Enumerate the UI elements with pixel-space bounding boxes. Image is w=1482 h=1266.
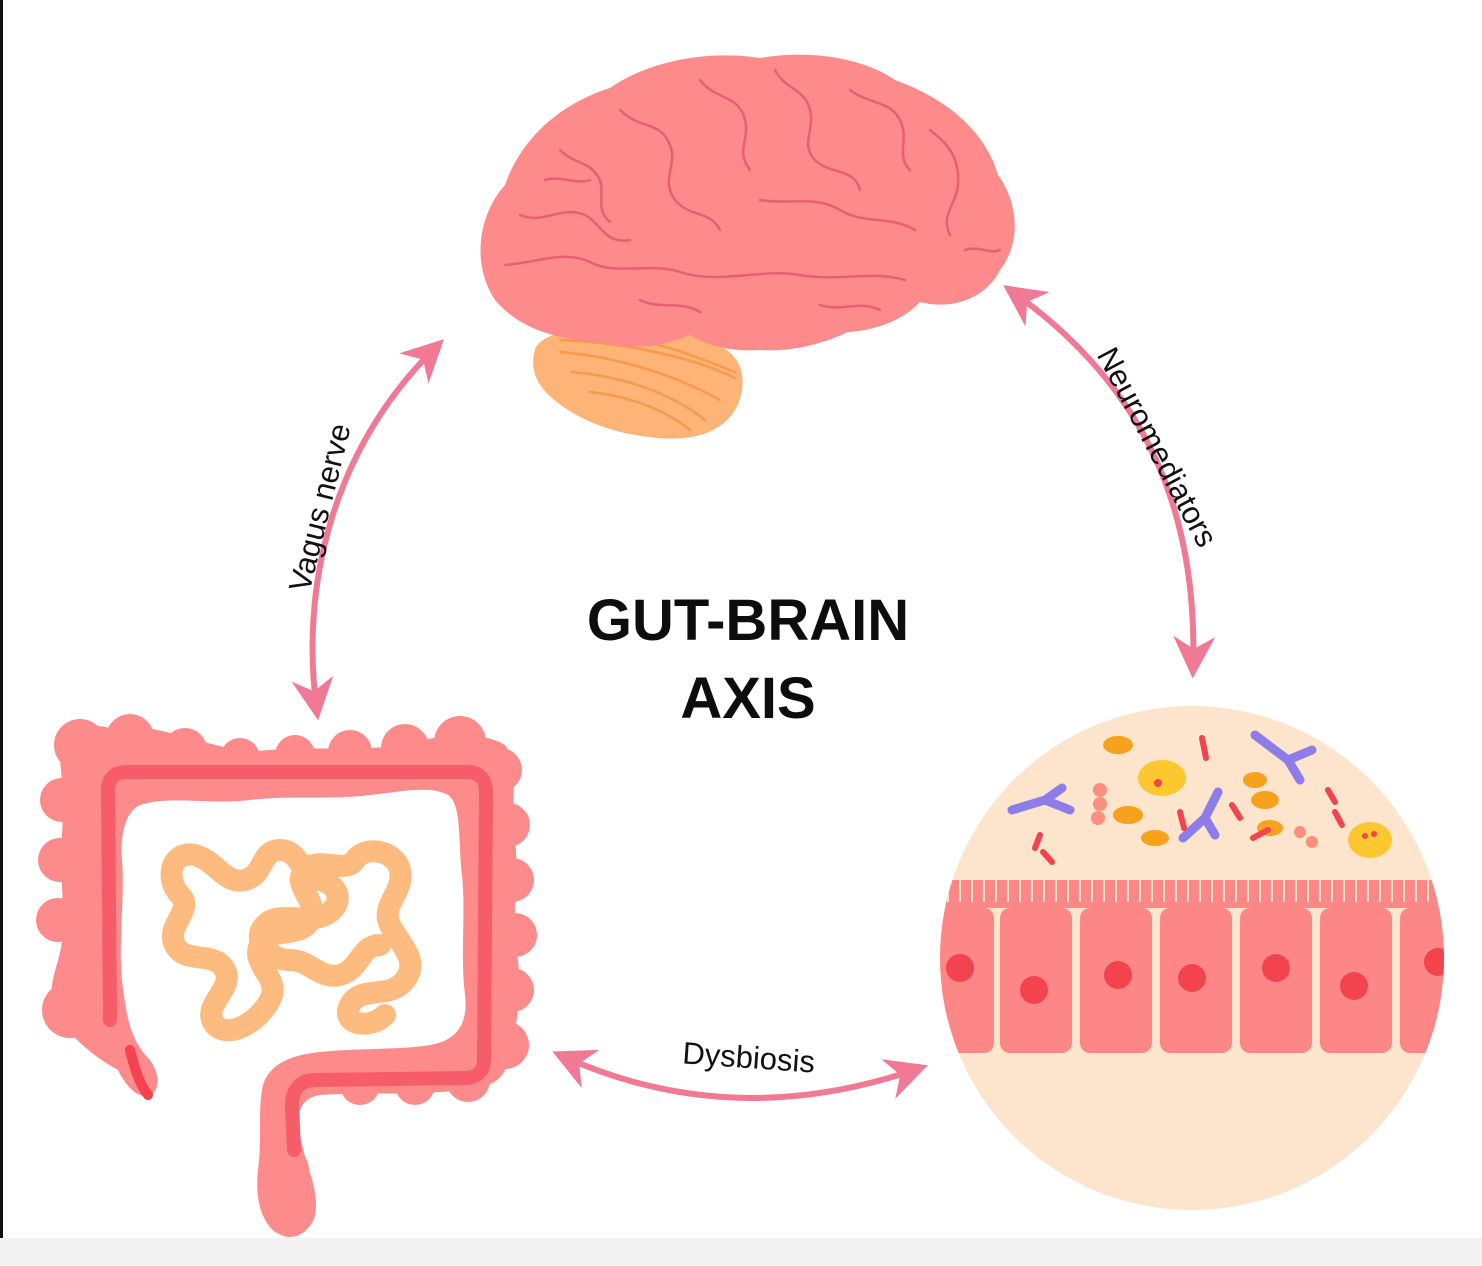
left-border	[0, 0, 3, 1266]
intestine-icon	[36, 714, 537, 1237]
microvilli-icon	[940, 880, 1444, 908]
brain-icon	[480, 54, 1015, 439]
neuromediators-label: Neuromediators	[1090, 341, 1224, 552]
vagus-nerve-arrow	[291, 339, 445, 721]
vagus-nerve-label: Vagus nerve	[282, 420, 358, 595]
dysbiosis-label: Dysbiosis	[681, 1035, 816, 1079]
title-line-1: GUT-BRAIN	[587, 588, 909, 653]
bottom-strip	[0, 1238, 1482, 1266]
cerebellum-icon	[533, 326, 743, 439]
bacteria-icon	[1007, 730, 1392, 865]
neuromediators-arrow	[1003, 285, 1216, 679]
title-line-2: AXIS	[680, 666, 815, 731]
epithelial-cells-icon	[940, 908, 1444, 1053]
dysbiosis-arrow	[552, 1049, 928, 1102]
gut-brain-diagram: Vagus nerve Neuromediators Dysbiosis GUT…	[36, 54, 1444, 1237]
microbiome-icon	[940, 706, 1444, 1210]
